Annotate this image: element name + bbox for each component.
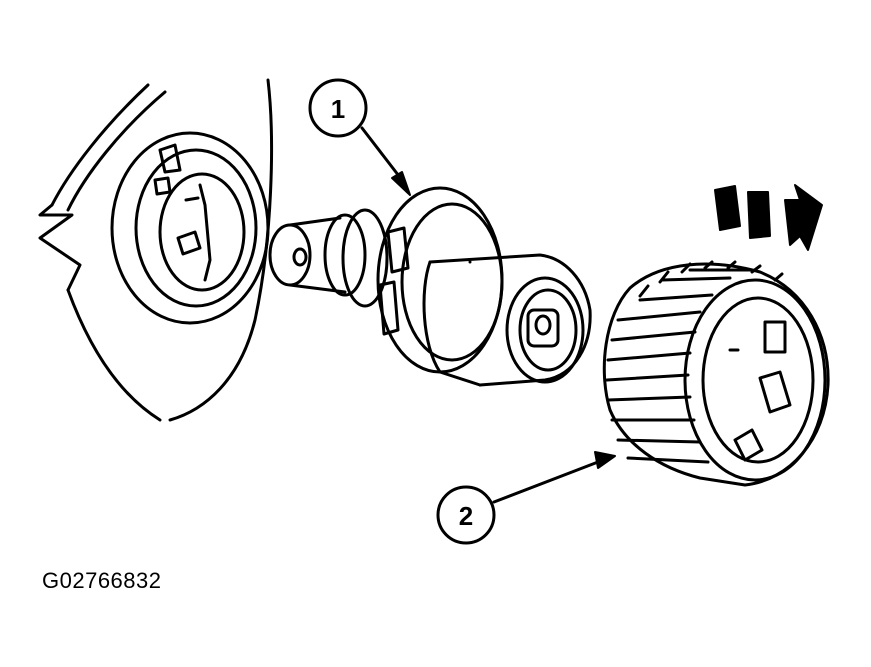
callout-2-label: 2	[459, 501, 473, 531]
callout-1-leader	[360, 126, 404, 182]
bulb-retaining-ring	[602, 260, 830, 487]
callout-2-arrowhead	[594, 451, 616, 469]
rotation-arrow-2	[747, 191, 771, 239]
callout-2-leader	[492, 460, 600, 504]
bulb	[268, 186, 592, 387]
rotation-arrow-3	[784, 184, 823, 251]
rotation-direction-arrows	[714, 184, 823, 251]
callout-1: 1	[308, 78, 411, 196]
rotation-arrow-1	[714, 185, 741, 231]
headlamp-housing	[38, 78, 274, 422]
figure-id: G02766832	[42, 568, 162, 593]
callout-1-label: 1	[331, 94, 345, 124]
callout-2: 2	[436, 451, 616, 545]
callout-1-arrowhead	[391, 171, 411, 196]
